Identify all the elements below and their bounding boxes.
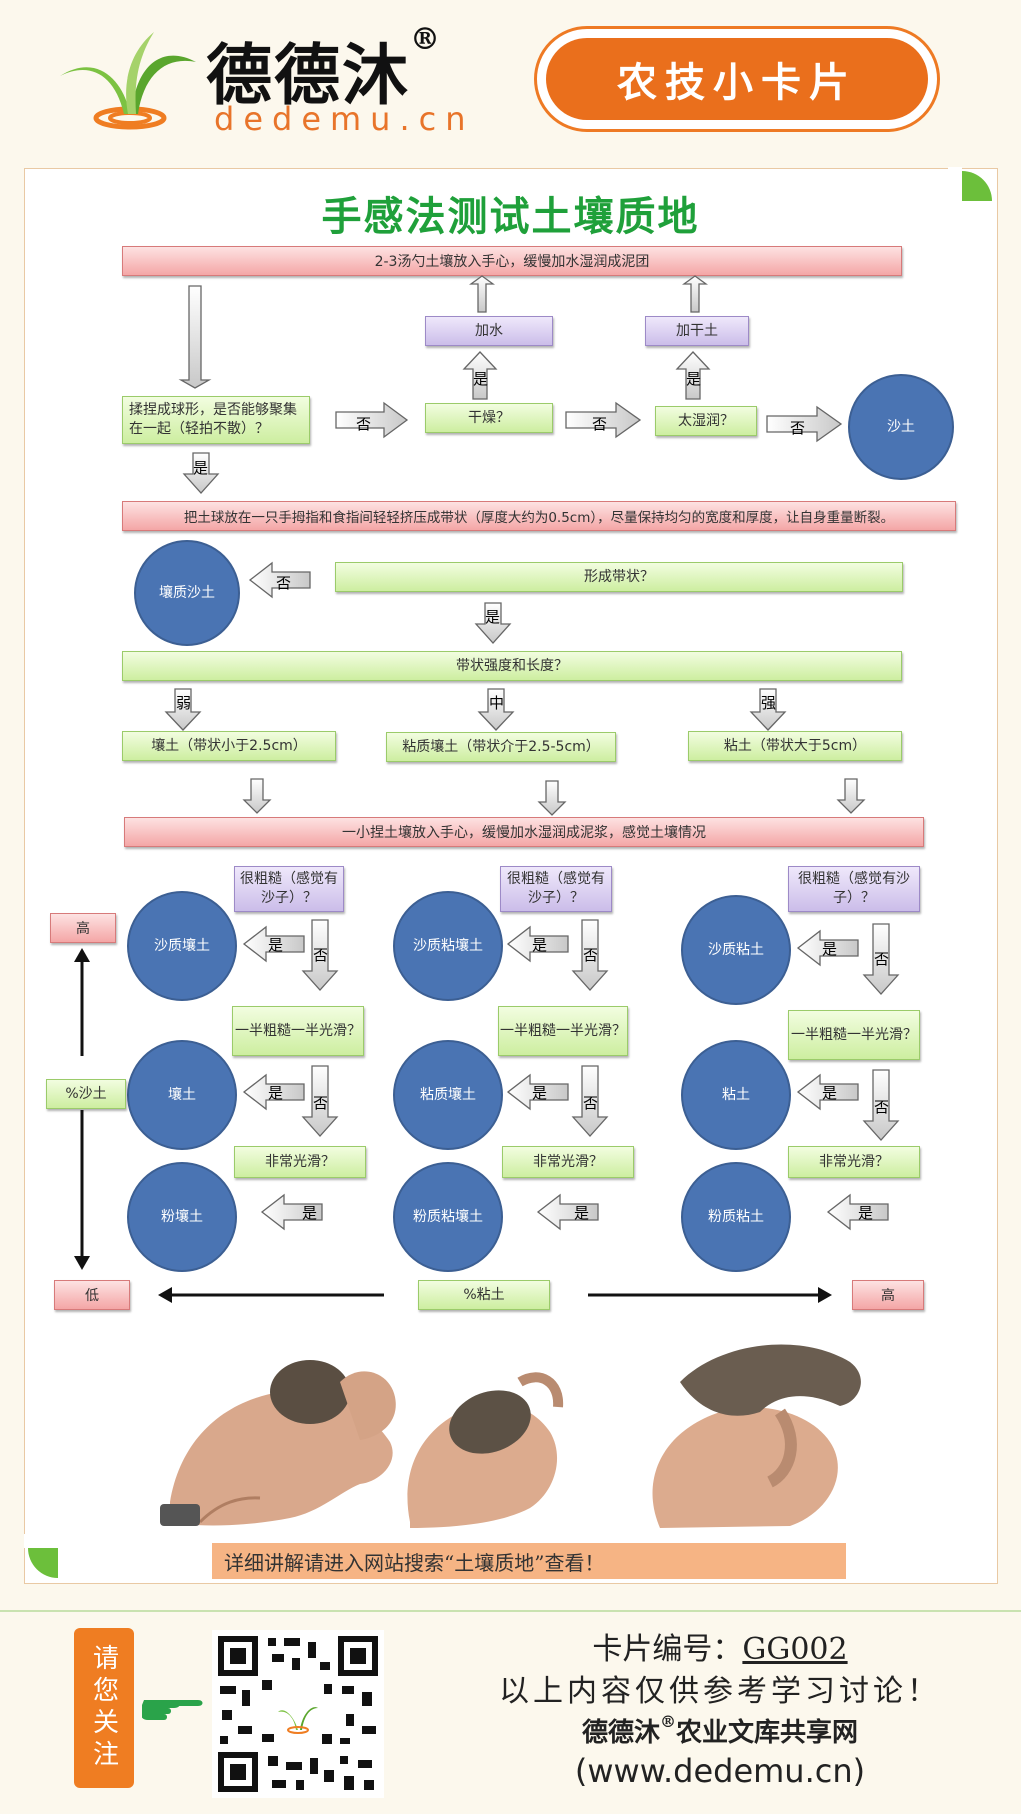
site-name-suffix: 农业文库共享网 bbox=[676, 1718, 859, 1748]
arrow-label: 是 bbox=[485, 608, 501, 626]
arrow-label: 是 bbox=[193, 459, 209, 477]
footer-divider bbox=[0, 1610, 1021, 1612]
strength-question-box: 带状强度和长度？ bbox=[122, 651, 902, 681]
axis-high-right: 高 bbox=[852, 1280, 924, 1310]
arrow-label: 强 bbox=[761, 694, 777, 712]
ribbon-question-box: 形成带状？ bbox=[335, 562, 903, 592]
wet-question-box: 太湿润？ bbox=[655, 406, 757, 436]
disclaimer: 以上内容仅供参考学习讨论！ bbox=[499, 1674, 941, 1709]
follow-text: 请您关注 bbox=[88, 1644, 119, 1772]
arrow-label: 是 bbox=[532, 936, 548, 954]
silty-clay-loam-result: 粉质粘壤土 bbox=[393, 1162, 503, 1272]
silt-loam-result: 粉壤土 bbox=[127, 1162, 237, 1272]
half-question-box: 一半粗糙一半光滑？ bbox=[498, 1006, 628, 1056]
brand-domain: dedemu.cn bbox=[214, 100, 475, 138]
arrow-label: 否 bbox=[790, 419, 806, 437]
brand-logo-icon bbox=[58, 22, 198, 138]
site-registered-mark: ® bbox=[660, 1712, 676, 1731]
card-badge: 农技小卡片 bbox=[534, 26, 940, 132]
qr-code[interactable] bbox=[212, 1630, 384, 1798]
card-number-label: 卡片编号： bbox=[592, 1632, 743, 1667]
smooth-question-box: 非常光滑？ bbox=[502, 1146, 634, 1178]
gritty-question-box: 很粗糙（感觉有沙子）？ bbox=[788, 866, 920, 912]
site-name-brand: 德德沐 bbox=[581, 1718, 660, 1748]
arrow-label: 否 bbox=[313, 946, 329, 964]
sand-result: 沙土 bbox=[848, 374, 954, 480]
arrow-label: 是 bbox=[822, 940, 838, 958]
arrow-label: 弱 bbox=[176, 694, 192, 712]
corner-decoration-icon bbox=[24, 1534, 72, 1582]
sandy-clay-result: 沙质粘土 bbox=[681, 895, 791, 1005]
add-water-box: 加水 bbox=[425, 316, 553, 346]
brand-name: 德德沐® bbox=[206, 22, 442, 118]
smooth-question-box: 非常光滑？ bbox=[788, 1146, 920, 1178]
dry-question-box: 干燥？ bbox=[425, 403, 553, 433]
card-number: 卡片编号：GG002 bbox=[470, 1624, 970, 1668]
half-question-box: 一半粗糙一半光滑？ bbox=[232, 1006, 364, 1056]
arrow-label: 中 bbox=[489, 694, 505, 712]
axis-high-top: 高 bbox=[50, 913, 116, 943]
arrow-label: 是 bbox=[686, 370, 702, 388]
hands-soil-photo bbox=[160, 1322, 880, 1528]
arrow-label: 否 bbox=[313, 1094, 329, 1112]
pointing-hand-icon bbox=[140, 1686, 204, 1726]
loamy-sand-result: 壤质沙土 bbox=[134, 540, 240, 646]
clay-ribbon-box: 粘土（带状大于5cm） bbox=[688, 731, 902, 761]
step2-bar: 把土球放在一只手拇指和食指间轻轻挤压成带状（厚度大约为0.5cm），尽量保持均匀… bbox=[122, 501, 956, 531]
clay-loam-ribbon-box: 粘质壤土（带状介于2.5-5cm） bbox=[386, 732, 616, 762]
add-dry-soil-box: 加干土 bbox=[645, 316, 749, 346]
clay-result: 粘土 bbox=[681, 1040, 791, 1150]
axis-low-label: 低 bbox=[54, 1280, 130, 1310]
arrow-label: 否 bbox=[592, 415, 608, 433]
gritty-question-box: 很粗糙（感觉有沙子）？ bbox=[500, 866, 612, 912]
step1-bar: 2-3汤勺土壤放入手心，缓慢加水湿润成泥团 bbox=[122, 246, 902, 276]
sandy-clay-loam-result: 沙质粘壤土 bbox=[393, 891, 503, 1001]
axis-sand-label: %沙土 bbox=[46, 1079, 126, 1109]
sandy-loam-result: 沙质壤土 bbox=[127, 891, 237, 1001]
arrow-label: 否 bbox=[874, 950, 890, 968]
ball-question-box: 揉捏成球形，是否能够聚集在一起（轻拍不散）？ bbox=[122, 396, 310, 444]
arrow-label: 否 bbox=[583, 946, 599, 964]
arrow-label: 否 bbox=[276, 574, 292, 592]
arrow-label: 是 bbox=[822, 1084, 838, 1102]
loam-ribbon-box: 壤土（带状小于2.5cm） bbox=[122, 731, 336, 761]
card-title: 手感法测试土壤质地 bbox=[321, 194, 700, 240]
arrow-label: 是 bbox=[268, 1084, 284, 1102]
site-name: 德德沐®农业文库共享网 bbox=[470, 1712, 970, 1749]
registered-mark: ® bbox=[410, 22, 442, 57]
card-footer-note-text: 详细讲解请进入网站搜索“土壤质地”查看！ bbox=[224, 1550, 605, 1575]
corner-decoration-icon bbox=[948, 167, 996, 215]
brand-name-text: 德德沐 bbox=[206, 36, 410, 114]
arrow-label: 是 bbox=[302, 1204, 318, 1222]
arrow-label: 是 bbox=[858, 1204, 874, 1222]
card-footer-note: 详细讲解请进入网站搜索“土壤质地”查看！ bbox=[212, 1543, 846, 1579]
loam-result: 壤土 bbox=[127, 1040, 237, 1150]
axis-clay-label: %粘土 bbox=[418, 1280, 550, 1310]
half-question-box: 一半粗糙一半光滑？ bbox=[788, 1010, 920, 1060]
site-url[interactable]: (www.dedemu.cn) bbox=[574, 1752, 866, 1790]
arrow-label: 是 bbox=[574, 1204, 590, 1222]
arrow-label: 是 bbox=[473, 370, 489, 388]
card-badge-text: 农技小卡片 bbox=[617, 59, 857, 106]
smooth-question-box: 非常光滑？ bbox=[234, 1146, 366, 1178]
arrow-label: 否 bbox=[874, 1098, 890, 1116]
silty-clay-result: 粉质粘土 bbox=[681, 1162, 791, 1272]
gritty-question-box: 很粗糙（感觉有沙子）？ bbox=[234, 866, 344, 912]
arrow-label: 是 bbox=[268, 936, 284, 954]
card-number-value: GG002 bbox=[742, 1632, 848, 1667]
follow-badge: 请您关注 bbox=[74, 1628, 134, 1788]
clay-loam-result: 粘质壤土 bbox=[393, 1040, 503, 1150]
arrow-label: 否 bbox=[583, 1094, 599, 1112]
arrow-label: 否 bbox=[356, 415, 372, 433]
step3-bar: 一小捏土壤放入手心，缓慢加水湿润成泥浆，感觉土壤情况 bbox=[124, 817, 924, 847]
arrow-label: 是 bbox=[532, 1084, 548, 1102]
